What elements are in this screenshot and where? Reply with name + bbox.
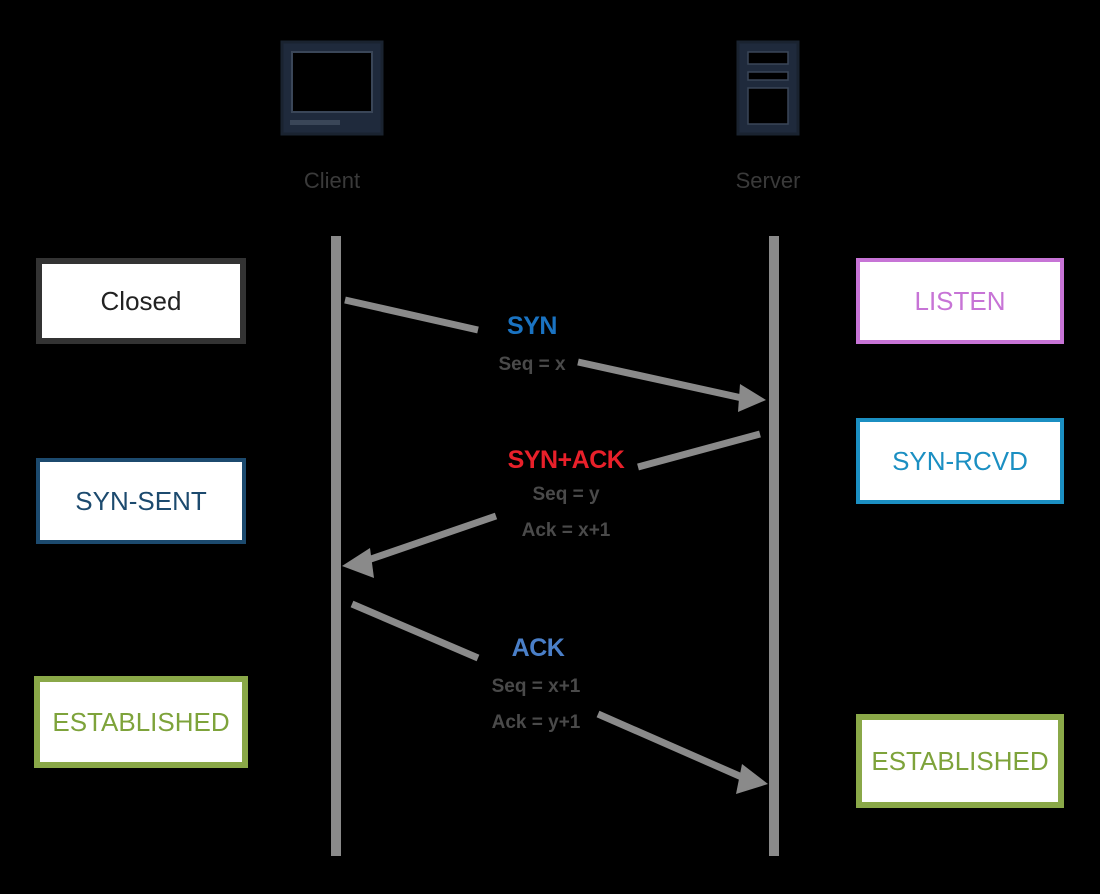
server-icon — [736, 40, 800, 136]
ack-label: ACK — [511, 634, 565, 662]
client-state-established: ESTABLISHED — [34, 676, 248, 768]
server-label: Server — [735, 168, 801, 193]
synack-label: SYN+ACK — [507, 446, 625, 474]
synack-arrow — [342, 430, 761, 578]
syn-seq: Seq = x — [498, 354, 566, 375]
server-state-established: ESTABLISHED — [856, 714, 1064, 808]
syn-arrow — [344, 296, 766, 412]
server-state-syn-rcvd: SYN-RCVD — [856, 418, 1064, 504]
synack-seq: Seq = y — [532, 484, 600, 505]
client-label: Client — [303, 168, 361, 193]
ack-ack: Ack = y+1 — [491, 712, 581, 733]
syn-label: SYN — [507, 312, 557, 340]
client-state-closed: Closed — [36, 258, 246, 344]
computer-icon — [280, 40, 384, 136]
server-state-listen: LISTEN — [856, 258, 1064, 344]
client-state-syn-sent: SYN-SENT — [36, 458, 246, 544]
synack-ack: Ack = x+1 — [521, 520, 611, 541]
ack-seq: Seq = x+1 — [491, 676, 581, 697]
ack-arrow — [350, 600, 768, 794]
